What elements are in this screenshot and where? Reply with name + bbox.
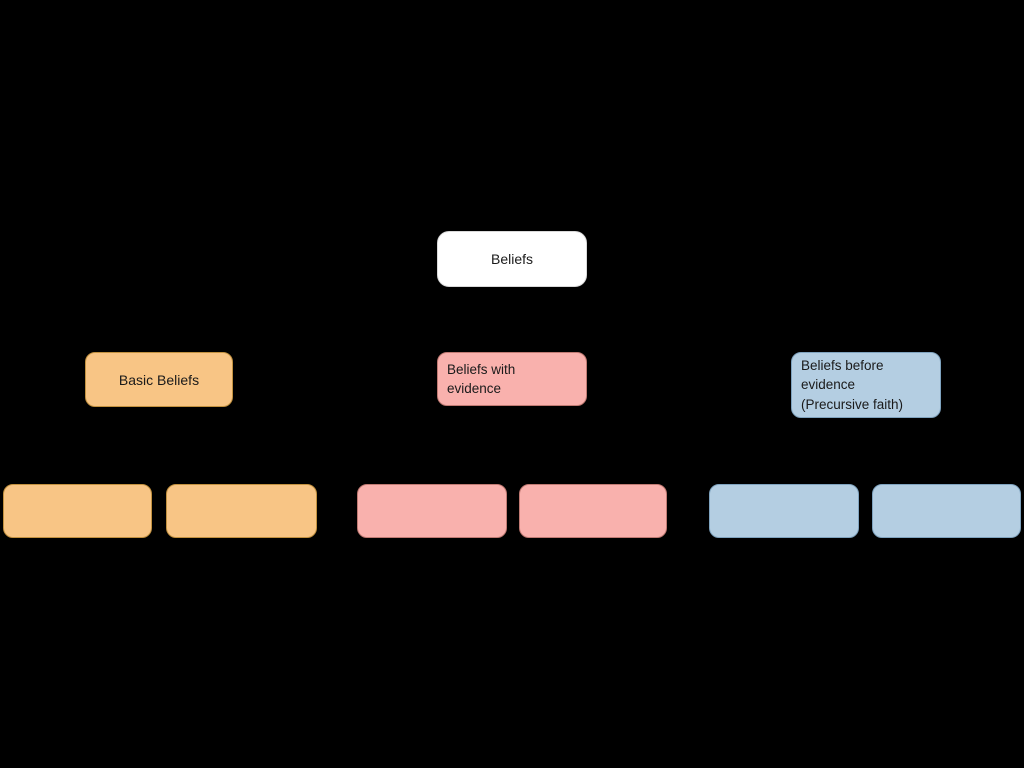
node-label: Beliefs with evidence [447, 361, 516, 397]
leaf-node-2[interactable] [166, 484, 317, 538]
leaf-node-3[interactable] [357, 484, 507, 538]
node-beliefs-before-evidence[interactable]: Beliefs before evidence (Precursive fait… [791, 352, 941, 418]
node-basic-beliefs[interactable]: Basic Beliefs [85, 352, 233, 407]
leaf-node-1[interactable] [3, 484, 152, 538]
leaf-node-5[interactable] [709, 484, 859, 538]
node-beliefs[interactable]: Beliefs [437, 231, 587, 287]
leaf-node-4[interactable] [519, 484, 667, 538]
node-label: Beliefs before evidence (Precursive fait… [801, 357, 904, 412]
node-beliefs-with-evidence[interactable]: Beliefs with evidence [437, 352, 587, 406]
node-label: Basic Beliefs [118, 371, 200, 388]
node-label: Beliefs [490, 251, 534, 267]
leaf-node-6[interactable] [872, 484, 1021, 538]
